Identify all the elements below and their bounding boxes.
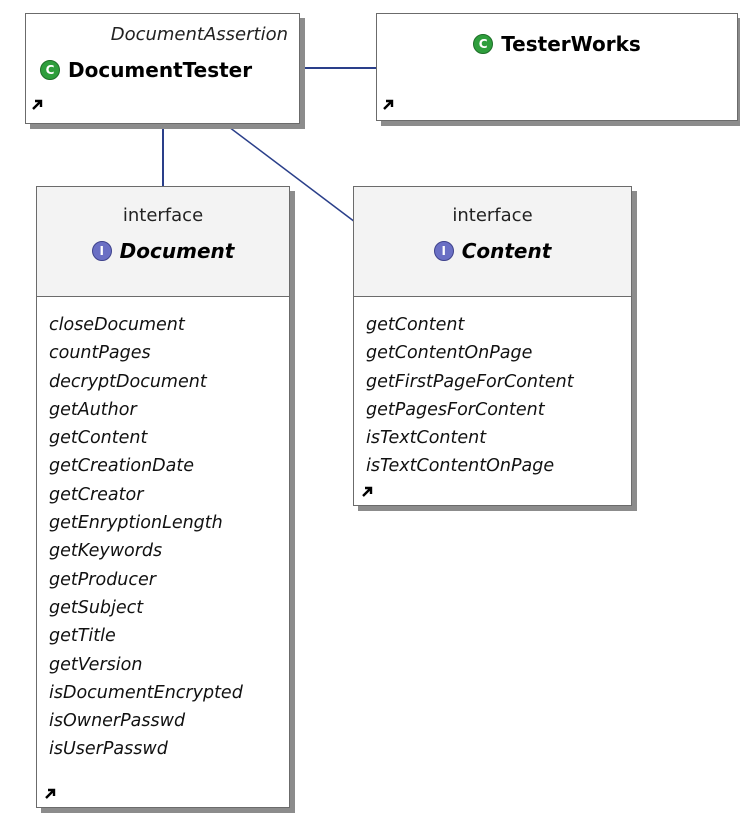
method-item[interactable]: isOwnerPasswd	[49, 711, 186, 732]
document-stereotype: interface	[122, 205, 204, 226]
document-method-list: closeDocument countPages decryptDocument…	[49, 311, 243, 764]
method-item[interactable]: getProducer	[49, 569, 156, 590]
method-item[interactable]: decryptDocument	[49, 371, 207, 392]
content-method-list: getContent getContentOnPage getFirstPage…	[366, 311, 574, 481]
method-item[interactable]: getContentOnPage	[366, 343, 533, 364]
class-icon: C	[40, 60, 60, 80]
document-interface-box[interactable]: interface I Document closeDocument count…	[36, 186, 290, 808]
document-interface-header: interface I Document	[37, 187, 289, 297]
class-icon: C	[473, 34, 494, 54]
shortcut-arrow-icon[interactable]	[362, 485, 374, 497]
method-item[interactable]: isDocumentEncrypted	[49, 682, 243, 703]
method-item[interactable]: getAuthor	[49, 399, 137, 420]
tester-works-name: TesterWorks	[501, 32, 641, 56]
document-tester-title: C DocumentTester	[40, 58, 252, 82]
method-item[interactable]: isTextContentOnPage	[366, 456, 555, 477]
method-item[interactable]: getEnryptionLength	[49, 513, 223, 534]
method-item[interactable]: isTextContent	[366, 428, 487, 449]
document-name: Document	[119, 239, 235, 263]
shortcut-arrow-icon[interactable]	[32, 98, 44, 110]
shortcut-arrow-icon[interactable]	[45, 787, 57, 799]
method-item[interactable]: getCreationDate	[49, 456, 194, 477]
content-title: I Content	[354, 239, 631, 263]
method-item[interactable]: getFirstPageForContent	[366, 371, 574, 392]
method-item[interactable]: getSubject	[49, 597, 144, 618]
content-name: Content	[461, 239, 552, 263]
link-tester-to-content	[224, 123, 356, 223]
method-item[interactable]: getVersion	[49, 654, 143, 675]
content-stereotype: interface	[452, 205, 533, 226]
method-item[interactable]: getContent	[49, 428, 148, 449]
shortcut-arrow-icon[interactable]	[383, 98, 395, 110]
method-item[interactable]: getContent	[366, 315, 465, 335]
method-item[interactable]: getTitle	[49, 626, 116, 647]
tester-works-box[interactable]: C TesterWorks	[376, 13, 738, 121]
method-item[interactable]: getCreator	[49, 484, 144, 505]
method-item[interactable]: getKeywords	[49, 541, 163, 562]
method-item[interactable]: countPages	[49, 343, 151, 364]
interface-icon: I	[433, 241, 454, 261]
document-tester-name: DocumentTester	[68, 58, 253, 82]
content-interface-box[interactable]: interface I Content getContent getConten…	[353, 186, 632, 506]
document-tester-stereotype: DocumentAssertion	[110, 24, 288, 45]
method-item[interactable]: getPagesForContent	[366, 399, 545, 420]
document-tester-box[interactable]: DocumentAssertion C DocumentTester	[25, 13, 300, 124]
interface-icon: I	[91, 241, 112, 261]
content-interface-header: interface I Content	[354, 187, 631, 297]
method-item[interactable]: isUserPasswd	[49, 739, 168, 760]
method-item[interactable]: closeDocument	[49, 315, 185, 335]
document-title: I Document	[37, 239, 289, 263]
tester-works-title: C TesterWorks	[377, 32, 737, 56]
